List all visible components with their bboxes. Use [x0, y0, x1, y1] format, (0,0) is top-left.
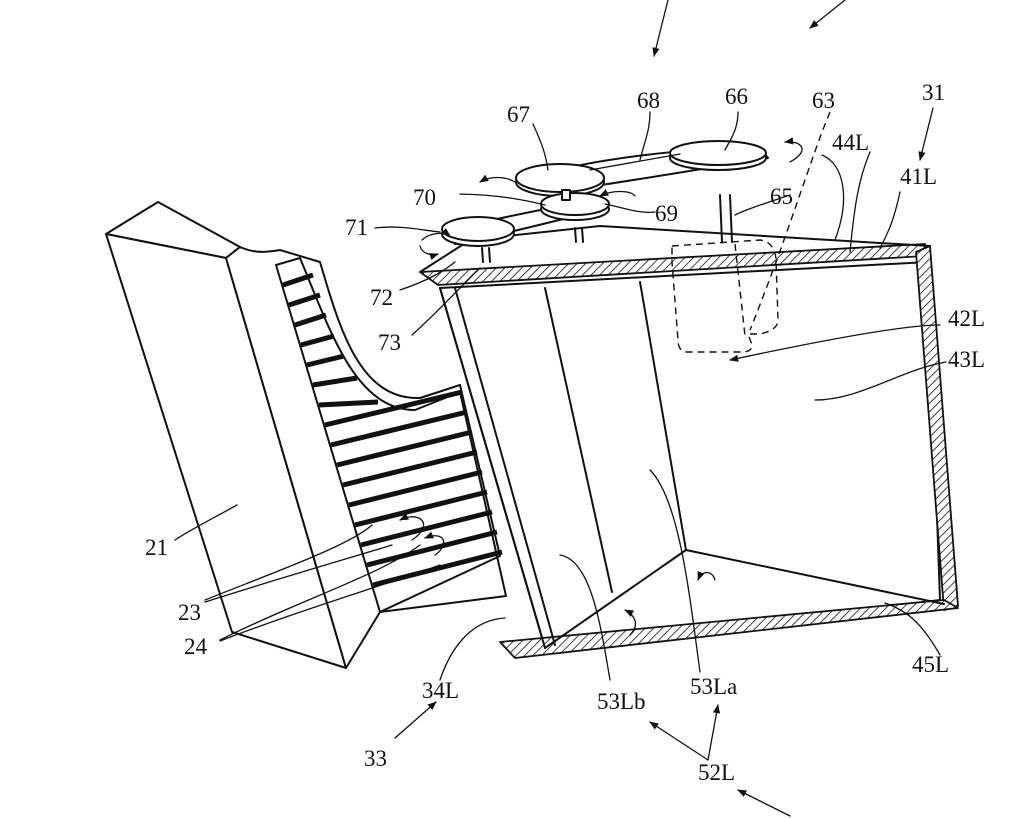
leader-lines [174, 111, 947, 681]
label-44L: 44L [832, 130, 869, 155]
label-73: 73 [378, 330, 401, 355]
label-23: 23 [178, 600, 201, 625]
label-42L: 42L [948, 306, 985, 331]
label-65: 65 [770, 184, 793, 209]
label-71: 71 [345, 215, 368, 240]
fin-array [282, 272, 503, 588]
label-45L: 45L [912, 652, 949, 677]
label-69: 69 [655, 201, 678, 226]
label-53Lb: 53Lb [597, 689, 646, 714]
label-53La: 53La [690, 674, 737, 699]
label-72: 72 [370, 285, 393, 310]
pulley-assembly [441, 140, 769, 263]
pointer-arrows [394, 0, 941, 817]
label-66: 66 [725, 84, 748, 109]
label-41L: 41L [900, 164, 937, 189]
rotation-arrows [399, 137, 803, 636]
duct-31 [419, 225, 959, 659]
label-52L: 52L [698, 760, 735, 785]
label-43L: 43L [948, 347, 985, 372]
label-21: 21 [145, 535, 168, 560]
label-34L: 34L [422, 678, 459, 703]
label-67: 67 [507, 102, 530, 127]
label-70: 70 [413, 185, 436, 210]
label-68: 68 [637, 88, 660, 113]
label-24: 24 [184, 634, 208, 659]
fan-block-21 [105, 201, 507, 669]
label-33: 33 [364, 746, 387, 771]
reference-labels: 31 41L 44L 63 65 66 67 68 69 70 71 72 73… [145, 80, 985, 785]
label-63: 63 [812, 88, 835, 113]
label-31: 31 [922, 80, 945, 105]
